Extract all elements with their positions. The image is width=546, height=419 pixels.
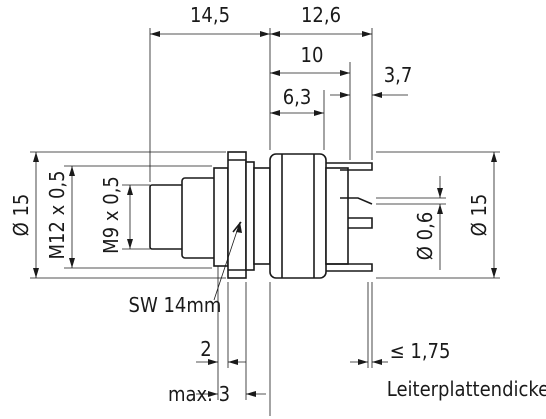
dim-thread-m12: M12 x 0,5 <box>45 170 69 259</box>
dim-pcb-max: ≤ 1,75 <box>390 339 451 363</box>
connector-body <box>149 151 373 279</box>
housing-neck <box>253 167 271 265</box>
back-plate <box>325 167 349 265</box>
hex-nut <box>227 151 247 279</box>
threaded-neck <box>213 167 229 267</box>
rear-housing <box>269 153 327 279</box>
dim-top-right: 12,6 <box>301 3 341 27</box>
label-pcb-thickness: Leiterplattendicke <box>387 377 546 401</box>
dimension-lines <box>33 31 497 397</box>
washer <box>245 161 255 271</box>
label-wrench-size: SW 14mm <box>129 293 222 317</box>
dim-max-3: max. 3 <box>168 382 230 406</box>
dim-width-6-3: 6,3 <box>283 85 312 109</box>
dim-pin-dia: Ø 0,6 <box>413 212 437 260</box>
dim-top-left: 14,5 <box>190 3 230 27</box>
dim-gap-2: 2 <box>200 337 211 361</box>
front-collar <box>181 177 217 259</box>
dim-dia-left: Ø 15 <box>9 194 33 237</box>
dim-width-10: 10 <box>301 43 324 67</box>
pcb-pins <box>326 162 373 272</box>
dim-dia-right: Ø 15 <box>467 194 491 237</box>
dim-thread-m9: M9 x 0,5 <box>99 176 123 254</box>
dim-width-3-7: 3,7 <box>384 63 413 87</box>
extension-lines <box>30 28 500 416</box>
